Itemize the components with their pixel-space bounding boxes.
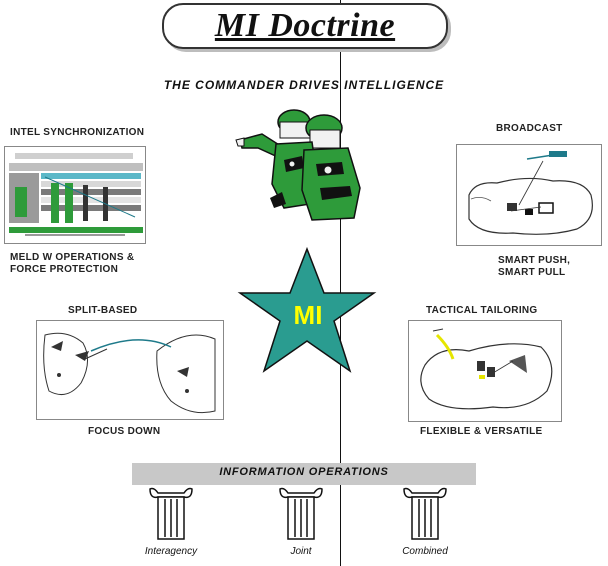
- tactical-bottom: FLEXIBLE & VERSATILE: [420, 426, 543, 437]
- split-based-caption: SPLIT-BASED: [68, 305, 138, 316]
- intel-sync-bottom-1: MELD W OPERATIONS &: [10, 252, 135, 263]
- pillar-icon: [279, 487, 323, 540]
- star-label: MI: [293, 300, 323, 330]
- tactical-panel: [408, 320, 562, 422]
- broadcast-bottom-2: SMART PULL: [498, 267, 566, 278]
- split-based-map-icon: [43, 332, 216, 414]
- broadcast-caption: BROADCAST: [496, 123, 563, 134]
- title-banner: MI Doctrine: [162, 3, 448, 49]
- soldiers-illustration: [232, 104, 380, 222]
- pillar-label-interagency: Interagency: [144, 546, 198, 557]
- broadcast-map-icon: [468, 151, 593, 235]
- pillar-label-joint: Joint: [290, 546, 312, 557]
- subtitle: THE COMMANDER DRIVES INTELLIGENCE: [163, 78, 445, 92]
- soldiers-icon: [235, 109, 361, 221]
- pillar-icon: [403, 487, 447, 540]
- pillar-interagency: [148, 487, 194, 543]
- split-based-panel: [36, 320, 224, 420]
- intel-sync-bottom-2: FORCE PROTECTION: [10, 264, 119, 275]
- tactical-caption: TACTICAL TAILORING: [426, 305, 538, 316]
- information-operations-band: [132, 463, 476, 485]
- split-based-bottom: FOCUS DOWN: [88, 426, 161, 437]
- pillar-joint: [278, 487, 324, 543]
- broadcast-panel: [456, 144, 602, 246]
- intel-sync-panel: [4, 146, 146, 244]
- page-title: MI Doctrine: [214, 7, 396, 44]
- mi-star: [232, 245, 382, 377]
- pillar-icon: [149, 487, 193, 540]
- tactical-map-icon: [420, 328, 553, 410]
- broadcast-bottom-1: SMART PUSH,: [498, 255, 571, 266]
- vertical-divider: [340, 0, 341, 566]
- information-operations-label: INFORMATION OPERATIONS: [219, 466, 389, 478]
- pillar-combined: [402, 487, 448, 543]
- star-icon: [237, 246, 377, 373]
- sync-matrix-icon: [5, 147, 145, 243]
- pillar-label-combined: Combined: [402, 546, 448, 557]
- intel-sync-caption: INTEL SYNCHRONIZATION: [10, 127, 145, 138]
